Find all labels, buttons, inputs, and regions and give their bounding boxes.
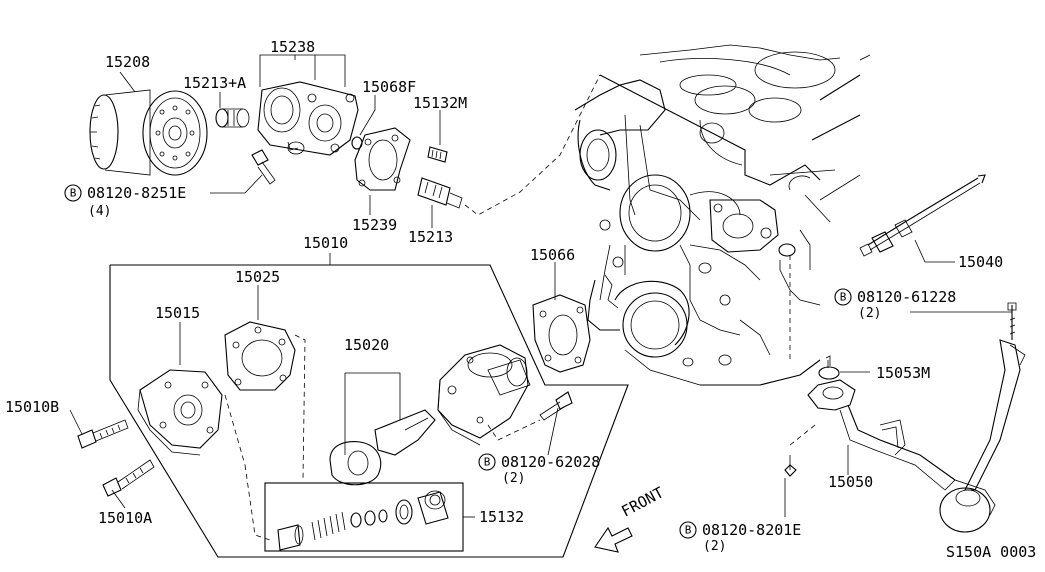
label-15053m: 15053M xyxy=(876,364,930,382)
bolt-callout-08120-62028: B 08120-62028 (2) xyxy=(478,453,600,486)
bolt-symbol-letter: B xyxy=(70,187,77,200)
bolt-symbol-letter: B xyxy=(484,456,491,469)
label-15068f: 15068F xyxy=(362,78,416,96)
dipstick-15040 xyxy=(859,174,986,257)
bolt-quantity: (2) xyxy=(703,539,726,554)
bolt-symbol-icon xyxy=(64,184,82,202)
bolt-quantity: (2) xyxy=(858,306,881,321)
figure-code: S150A 0003 xyxy=(946,543,1036,561)
label-15213-a: 15213+A xyxy=(183,74,246,92)
bolt-callout-08120-61228: B 08120-61228 (2) xyxy=(834,288,956,321)
bolt-symbol-icon xyxy=(834,288,852,306)
label-15020: 15020 xyxy=(344,336,389,354)
label-15040: 15040 xyxy=(958,253,1003,271)
oil-filter-assembly xyxy=(89,81,463,209)
bolt-quantity: (2) xyxy=(502,471,525,486)
label-15208: 15208 xyxy=(105,53,150,71)
oil-pump-exploded-view xyxy=(77,264,629,558)
front-label: FRONT xyxy=(618,483,666,520)
bolt-symbol-icon xyxy=(478,453,496,471)
bolt-part-number: 08120-62028 xyxy=(501,453,600,471)
front-arrow: FRONT xyxy=(594,483,667,553)
leader-lines xyxy=(69,54,1012,518)
label-15010b: 15010B xyxy=(5,398,59,416)
label-15050: 15050 xyxy=(828,473,873,491)
bolt-callout-08120-8251e: B 08120-8251E (4) xyxy=(64,184,186,219)
bolt-symbol-icon xyxy=(679,521,697,539)
label-15132: 15132 xyxy=(479,508,524,526)
marker-tick xyxy=(825,355,831,366)
gasket-15066 xyxy=(532,294,591,373)
engine-block xyxy=(574,44,871,386)
label-15010a: 15010A xyxy=(98,509,152,527)
label-15066: 15066 xyxy=(530,246,575,264)
bolt-part-number: 08120-61228 xyxy=(857,288,956,306)
bolt-callout-08120-8201e: B 08120-8201E (2) xyxy=(679,521,801,554)
bolt-part-number: 08120-8201E xyxy=(702,521,801,539)
bolt-part-number: 08120-8251E xyxy=(87,184,186,202)
part-labels: 15208 15238 15213+A 15068F 15132M 15239 … xyxy=(5,38,1036,561)
label-15010: 15010 xyxy=(303,234,348,252)
bolt-symbol-letter: B xyxy=(685,524,692,537)
oil-strainer-15050 xyxy=(784,302,1026,533)
label-15132m: 15132M xyxy=(413,94,467,112)
label-15239: 15239 xyxy=(352,216,397,234)
label-15015: 15015 xyxy=(155,304,200,322)
label-15238: 15238 xyxy=(270,38,315,56)
bolt-symbol-letter: B xyxy=(840,291,847,304)
label-15025: 15025 xyxy=(235,268,280,286)
label-15213: 15213 xyxy=(408,228,453,246)
bolt-quantity: (4) xyxy=(88,204,111,219)
